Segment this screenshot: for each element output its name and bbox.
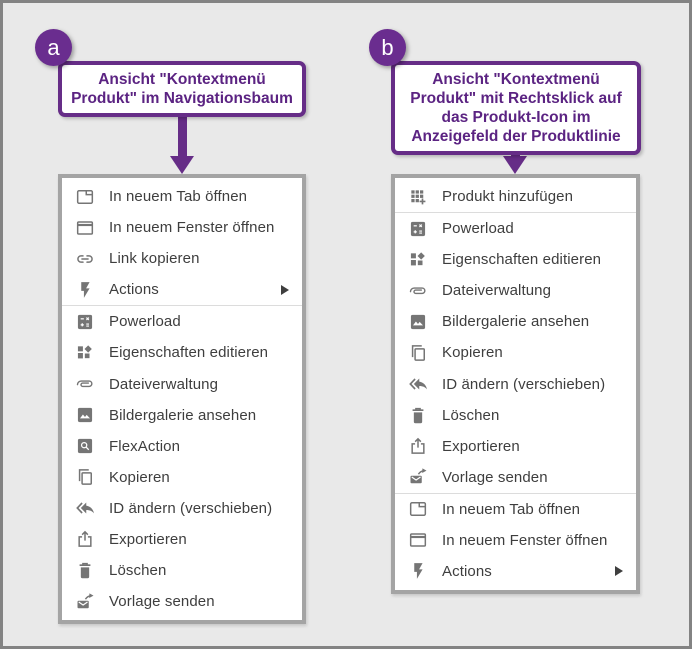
menu-item-label: Eigenschaften editieren — [109, 344, 269, 362]
menu-separator — [395, 492, 636, 494]
reply-all-icon — [75, 498, 95, 518]
menu-item-label: In neuem Tab öffnen — [109, 188, 248, 206]
callout-badge-a: a — [35, 29, 72, 66]
menu-item-in-neuem-fenster-öffnen[interactable]: In neuem Fenster öffnen — [62, 212, 302, 243]
menu-item-label: Bildergalerie ansehen — [442, 313, 590, 331]
image-icon — [75, 405, 95, 425]
menu-item-label: Actions — [442, 562, 492, 580]
menu-item-powerload[interactable]: Powerload — [395, 213, 636, 244]
menu-item-label: In neuem Fenster öffnen — [442, 531, 608, 549]
properties-icon — [75, 343, 95, 363]
menu-item-kopieren[interactable]: Kopieren — [395, 337, 636, 368]
menu-item-vorlage-senden[interactable]: Vorlage senden — [62, 586, 302, 617]
callout-arrowhead-b — [503, 156, 527, 174]
callout-caption-a: Ansicht "Kontextmenü Produkt" im Navigat… — [58, 61, 306, 117]
paperclip-icon — [75, 374, 95, 394]
menu-item-label: Löschen — [442, 406, 500, 424]
menu-item-label: Exportieren — [109, 530, 187, 548]
copy-icon — [408, 343, 428, 363]
trash-icon — [408, 405, 428, 425]
menu-item-powerload[interactable]: Powerload — [62, 306, 302, 337]
flash-icon — [75, 280, 95, 300]
menu-item-in-neuem-fenster-öffnen[interactable]: In neuem Fenster öffnen — [395, 525, 636, 556]
callout-badge-b: b — [369, 29, 406, 66]
paperclip-icon — [408, 281, 428, 301]
properties-icon — [408, 250, 428, 270]
menu-item-label: ID ändern (verschieben) — [442, 375, 606, 393]
copy-icon — [75, 467, 95, 487]
menu-item-label: Produkt hinzufügen — [442, 188, 574, 206]
menu-item-label: Kopieren — [442, 344, 503, 362]
window-icon — [75, 218, 95, 238]
menu-item-löschen[interactable]: Löschen — [395, 400, 636, 431]
menu-item-label: Vorlage senden — [109, 593, 215, 611]
menu-item-actions[interactable]: Actions — [62, 274, 302, 305]
menu-item-label: Bildergalerie ansehen — [109, 406, 257, 424]
menu-item-bildergalerie-ansehen[interactable]: Bildergalerie ansehen — [62, 400, 302, 431]
menu-item-löschen[interactable]: Löschen — [62, 555, 302, 586]
menu-item-kopieren[interactable]: Kopieren — [62, 462, 302, 493]
export-icon — [408, 436, 428, 456]
search-box-icon — [75, 436, 95, 456]
menu-item-flexaction[interactable]: FlexAction — [62, 431, 302, 462]
menu-item-label: Powerload — [442, 220, 514, 238]
menu-item-dateiverwaltung[interactable]: Dateiverwaltung — [395, 275, 636, 306]
menu-item-dateiverwaltung[interactable]: Dateiverwaltung — [62, 368, 302, 399]
submenu-arrow-icon — [281, 284, 289, 295]
menu-item-label: Löschen — [109, 561, 167, 579]
menu-item-label: ID ändern (verschieben) — [109, 499, 273, 517]
context-menu-a: In neuem Tab öffnen In neuem Fenster öffn… — [58, 174, 306, 624]
menu-item-label: Powerload — [109, 313, 181, 331]
submenu-arrow-icon — [615, 566, 623, 577]
calculator-icon — [75, 312, 95, 332]
trash-icon — [75, 560, 95, 580]
menu-item-bildergalerie-ansehen[interactable]: Bildergalerie ansehen — [395, 306, 636, 337]
menu-item-label: Actions — [109, 281, 159, 299]
menu-item-label: FlexAction — [109, 437, 181, 455]
menu-item-label: Exportieren — [442, 437, 520, 455]
menu-item-exportieren[interactable]: Exportieren — [395, 431, 636, 462]
flash-icon — [408, 561, 428, 581]
menu-item-label: Dateiverwaltung — [442, 282, 552, 300]
menu-item-label: Link kopieren — [109, 250, 200, 268]
grid-add-icon — [408, 187, 428, 207]
callout-arrow-a — [178, 113, 187, 156]
menu-item-actions[interactable]: Actions — [395, 556, 636, 587]
window-icon — [408, 530, 428, 550]
callout-arrowhead-a — [170, 156, 194, 174]
menu-item-label: Dateiverwaltung — [109, 375, 219, 393]
menu-item-in-neuem-tab-öffnen[interactable]: In neuem Tab öffnen — [62, 181, 302, 212]
menu-item-id-ändern-verschieben[interactable]: ID ändern (verschieben) — [62, 493, 302, 524]
reply-all-icon — [408, 374, 428, 394]
callout-caption-b: Ansicht "Kontextmenü Produkt" mit Rechts… — [391, 61, 641, 155]
menu-item-link-kopieren[interactable]: Link kopieren — [62, 243, 302, 274]
send-mail-icon — [408, 467, 428, 487]
image-icon — [408, 312, 428, 332]
send-mail-icon — [75, 592, 95, 612]
menu-item-eigenschaften-editieren[interactable]: Eigenschaften editieren — [395, 244, 636, 275]
menu-item-label: In neuem Fenster öffnen — [109, 219, 275, 237]
tab-icon — [75, 187, 95, 207]
menu-item-produkt-hinzufügen[interactable]: Produkt hinzufügen — [395, 181, 636, 212]
menu-item-label: Eigenschaften editieren — [442, 251, 602, 269]
calculator-icon — [408, 219, 428, 239]
link-icon — [75, 249, 95, 269]
menu-separator — [395, 212, 636, 214]
menu-item-eigenschaften-editieren[interactable]: Eigenschaften editieren — [62, 337, 302, 368]
export-icon — [75, 529, 95, 549]
menu-item-label: Vorlage senden — [442, 468, 548, 486]
menu-separator — [62, 305, 302, 307]
menu-item-label: Kopieren — [109, 468, 170, 486]
menu-item-vorlage-senden[interactable]: Vorlage senden — [395, 462, 636, 493]
menu-item-label: In neuem Tab öffnen — [442, 500, 581, 518]
menu-item-exportieren[interactable]: Exportieren — [62, 524, 302, 555]
menu-item-id-ändern-verschieben[interactable]: ID ändern (verschieben) — [395, 368, 636, 399]
menu-item-in-neuem-tab-öffnen[interactable]: In neuem Tab öffnen — [395, 494, 636, 525]
tab-icon — [408, 499, 428, 519]
